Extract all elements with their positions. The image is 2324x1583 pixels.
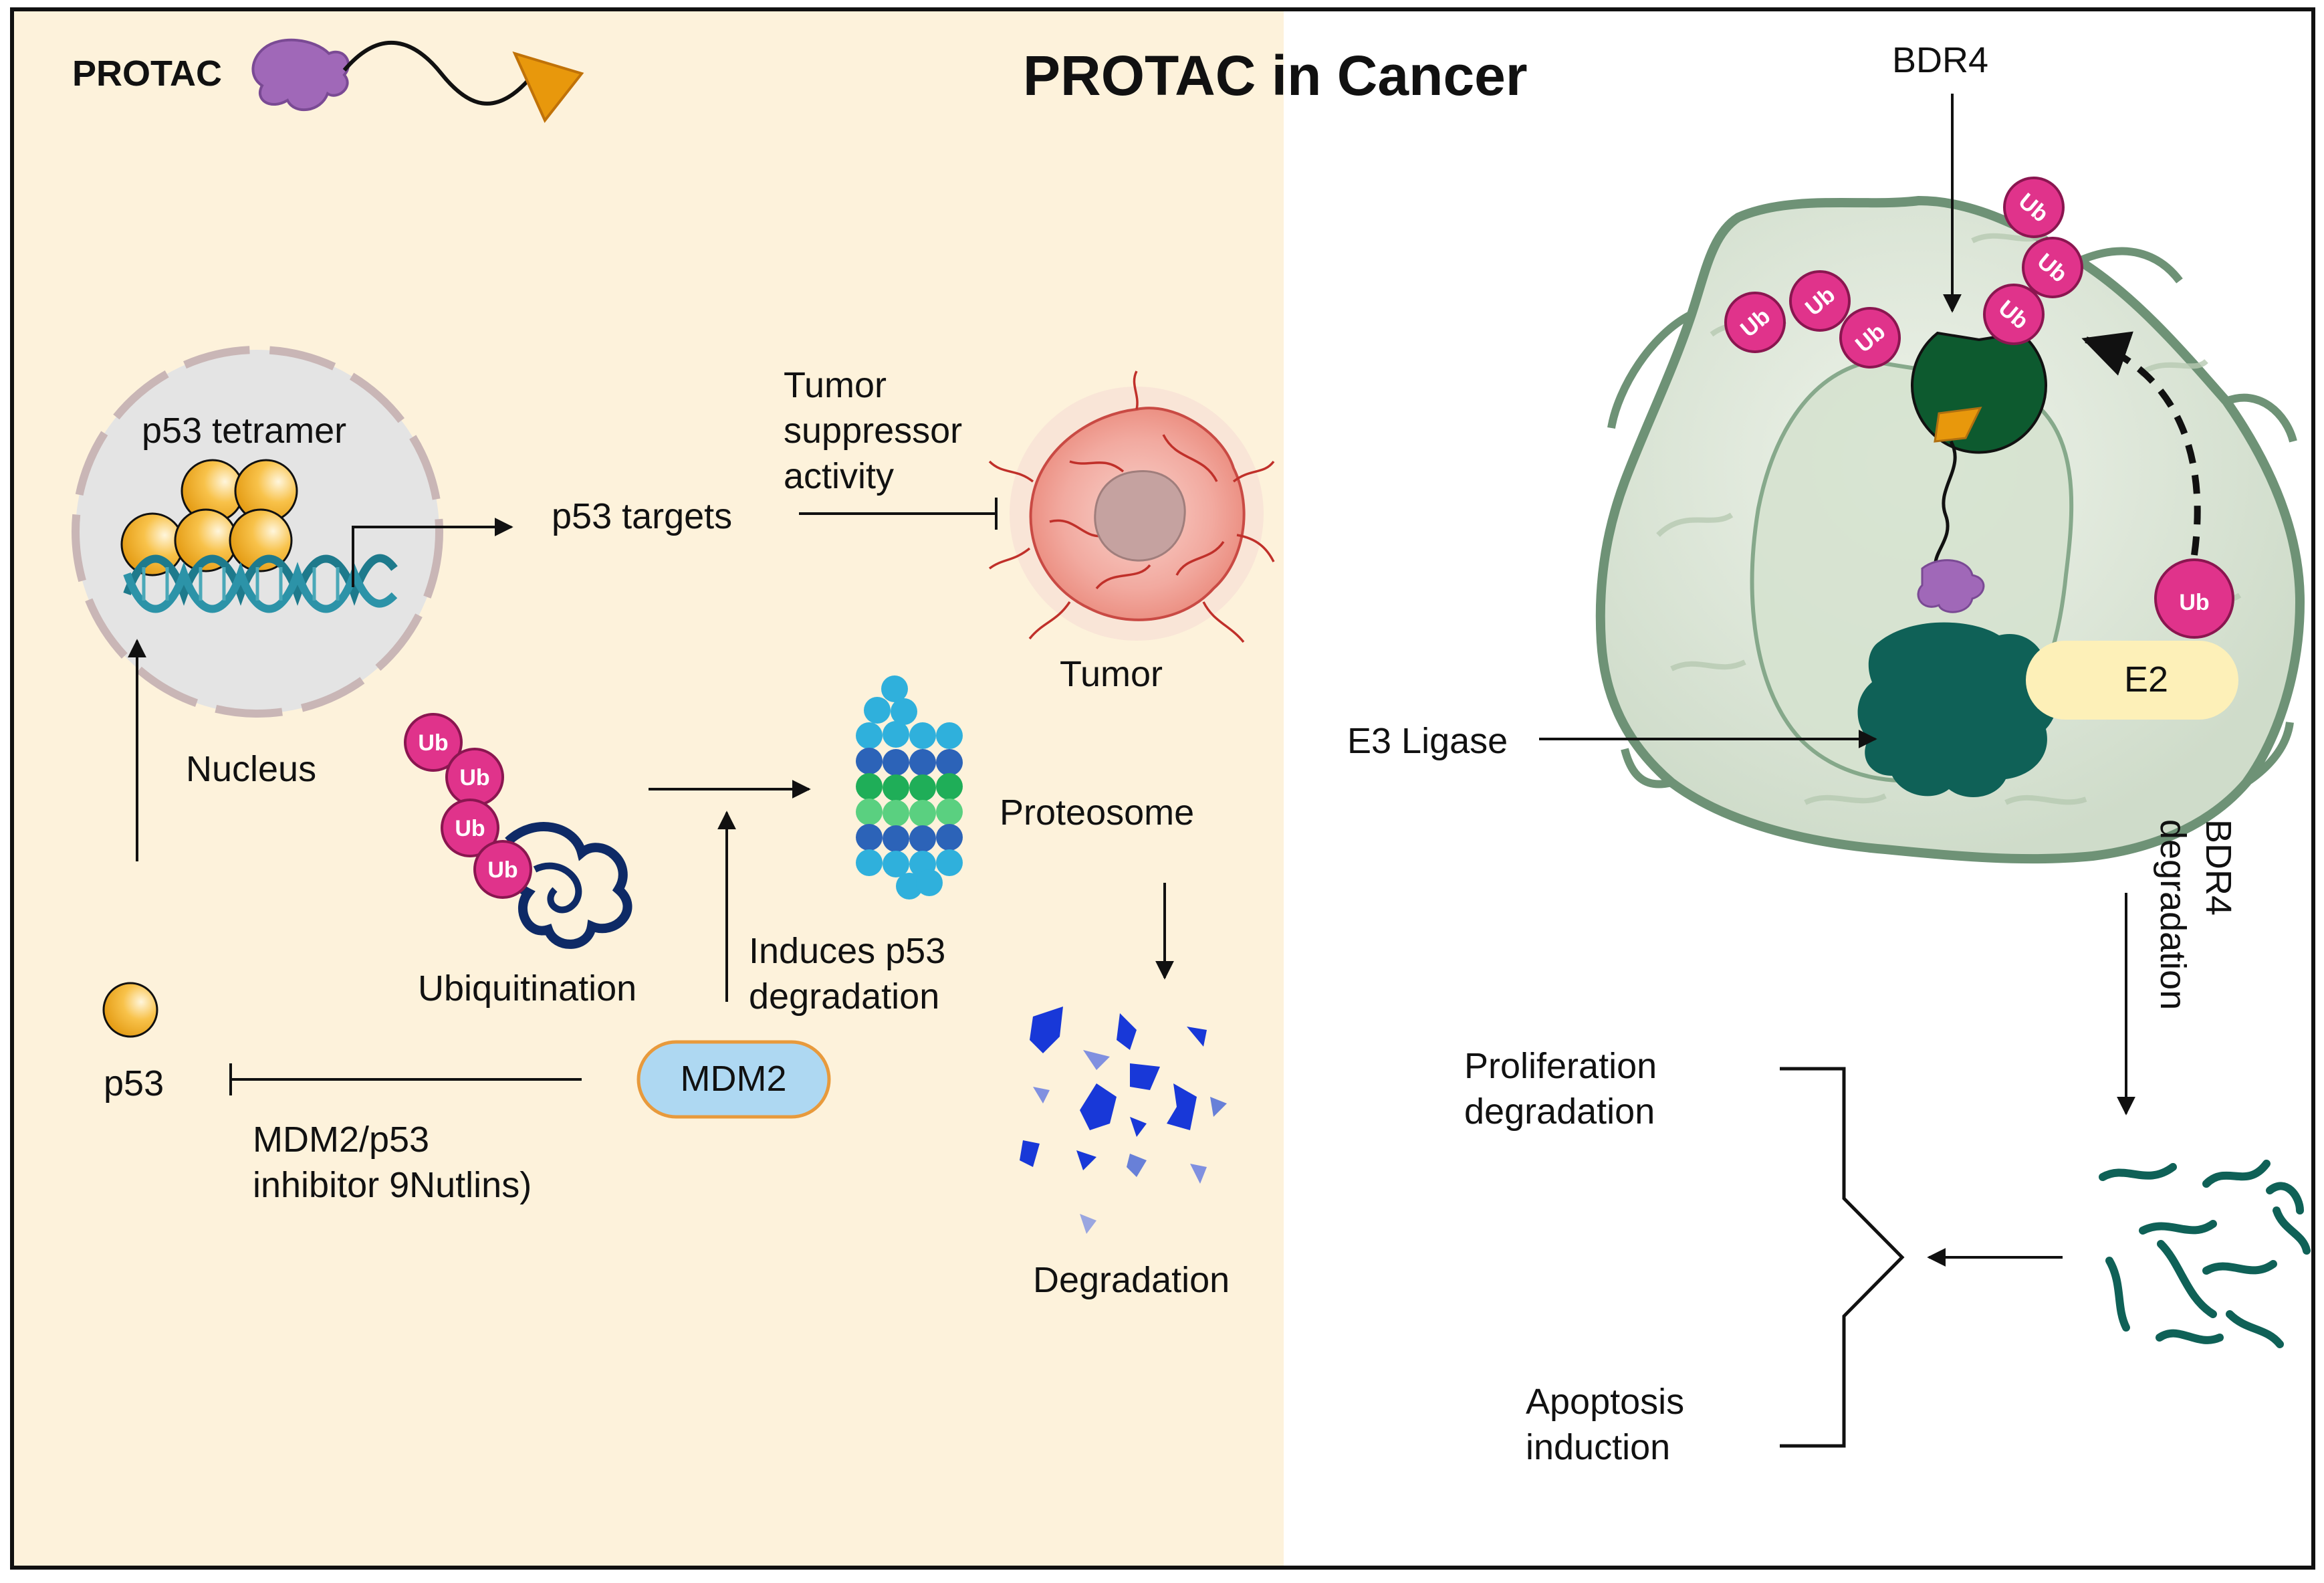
inhibitor-line2: inhibitor 9Nutlins) xyxy=(253,1165,532,1205)
inhibitor-line1: MDM2/p53 xyxy=(253,1120,429,1160)
ub-bead xyxy=(473,840,532,899)
ub-bead-label: Ub xyxy=(455,816,485,841)
dna-helix xyxy=(123,554,398,613)
induces-line2: degradation xyxy=(749,976,939,1017)
bdr4-degradation-line1: BDR4 xyxy=(2198,819,2238,916)
ub-bead-label: Ub xyxy=(487,857,517,883)
ub-bead-label: Ub xyxy=(459,765,489,790)
arrow-dna-to-targets xyxy=(352,518,513,587)
p53-tetramer-label: p53 tetramer xyxy=(142,411,346,451)
degradation-fragments xyxy=(1020,1007,1227,1234)
ub-bead xyxy=(441,799,499,857)
p53-label: p53 xyxy=(104,1063,164,1103)
degradation-label: Degradation xyxy=(1033,1260,1230,1300)
tumor-suppressor-line2: suppressor xyxy=(784,411,962,451)
ub-bead-free xyxy=(2154,558,2234,639)
figure-border xyxy=(10,7,2315,1570)
ubiquitination-label: Ubiquitination xyxy=(418,968,636,1009)
mdm2-box xyxy=(636,1040,831,1119)
apoptosis-line1: Apoptosis xyxy=(1526,1382,1684,1422)
apoptosis-line2: induction xyxy=(1526,1427,1670,1467)
ub-bead xyxy=(404,713,463,772)
mdm2-inhibits-p53-line xyxy=(229,1063,582,1095)
protac-molecule-icon xyxy=(251,38,584,123)
e2-box xyxy=(2026,641,2238,720)
ub-bead xyxy=(2022,237,2083,298)
protac-linker xyxy=(1934,440,1957,576)
proteosome-label: Proteosome xyxy=(1000,793,1194,833)
ub-bead xyxy=(1724,292,1786,353)
mdm2-label: MDM2 xyxy=(681,1059,787,1099)
inhibit-tumor-line xyxy=(799,498,998,530)
bdr4-target-protein xyxy=(1911,331,2047,454)
ub-bead xyxy=(1789,270,1851,332)
e3-ligase-label: E3 Ligase xyxy=(1347,721,1508,761)
induces-line1: Induces p53 xyxy=(749,931,945,971)
ub-bead-label: Ub xyxy=(418,730,448,756)
figure-title: PROTAC in Cancer xyxy=(1023,44,1528,107)
ub-bead-label: Ub xyxy=(2179,590,2209,615)
protac-warhead xyxy=(1917,559,1985,613)
tumor-suppressor-line1: Tumor xyxy=(784,365,887,405)
ub-chain-right: Ub Ub Ub Ub Ub Ub Ub xyxy=(1724,177,2234,639)
p53-targets-label: p53 targets xyxy=(552,496,732,536)
nucleus-label: Nucleus xyxy=(186,749,316,789)
outcome-bracket xyxy=(1780,1067,1905,1448)
bdr4-degradation-line2: degradation xyxy=(2153,819,2193,1010)
proliferation-line1: Proliferation xyxy=(1464,1046,1657,1086)
ub-chain-left: Ub Ub Ub Ub xyxy=(404,713,532,899)
dashed-ub-transfer-arrow xyxy=(2081,331,2201,556)
tumor-label: Tumor xyxy=(1060,654,1163,694)
bdr4-label: BDR4 xyxy=(1892,40,1988,80)
e3-ligase-complex xyxy=(1857,622,2059,797)
ub-bead xyxy=(1983,284,2045,345)
tumor xyxy=(988,371,1275,643)
tumor-suppressor-line3: activity xyxy=(784,456,894,496)
p53-monomer xyxy=(102,982,158,1038)
ub-bead xyxy=(2003,177,2065,238)
protac-ligand xyxy=(1934,407,1982,443)
left-panel-background xyxy=(12,9,1284,1568)
ub-bead xyxy=(1839,307,1901,368)
proteasome xyxy=(856,675,963,900)
e2-label: E2 xyxy=(2124,659,2168,700)
proliferation-line2: degradation xyxy=(1464,1091,1655,1132)
ubiquitinated-protein xyxy=(505,822,632,949)
bdr4-fragments xyxy=(2099,1160,2311,1348)
legend-protac-label: PROTAC xyxy=(72,54,222,94)
